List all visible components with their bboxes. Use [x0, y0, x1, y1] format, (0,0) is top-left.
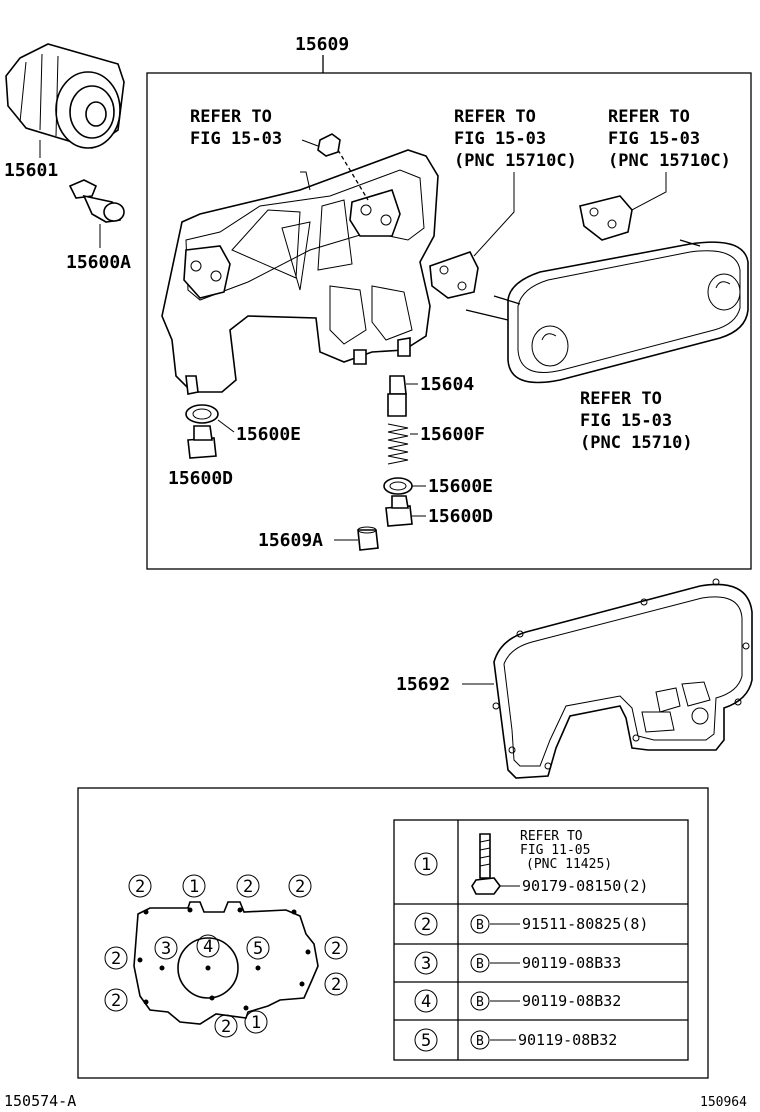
svg-text:2: 2 — [243, 877, 253, 897]
gasket-15600E-left — [185, 404, 219, 424]
svg-text:2: 2 — [295, 877, 305, 897]
row3-symbol: B — [476, 957, 484, 972]
callout-2-a: 2 — [128, 874, 152, 898]
svg-text:1: 1 — [189, 877, 199, 897]
oil-filter — [5, 43, 125, 149]
row1-ref-line2: FIG 11-05 — [520, 843, 590, 858]
label-15600D-right: 15600D — [428, 506, 493, 527]
table-row-4: 4 B 90119-08B32 — [414, 989, 621, 1013]
plug-15600D-right — [385, 495, 413, 527]
label-15600E-right: 15600E — [428, 476, 493, 497]
oil-cooler — [465, 239, 749, 384]
row2-part: 91511-80825(8) — [522, 915, 648, 933]
callout-2-e: 2 — [324, 936, 348, 960]
callout-1-b: 1 — [244, 1010, 268, 1034]
svg-text:3: 3 — [161, 939, 171, 959]
callout-4: 4 — [196, 934, 220, 958]
table-row-5: 5 B 90119-08B32 — [414, 1028, 617, 1052]
footer-left-code: 150574-A — [4, 1092, 76, 1110]
label-15600E-left: 15600E — [236, 424, 301, 445]
svg-text:2: 2 — [331, 975, 341, 995]
svg-text:1: 1 — [251, 1013, 261, 1033]
ref3-line1: REFER TO — [608, 107, 690, 127]
label-15601: 15601 — [4, 160, 58, 181]
label-15609A: 15609A — [258, 530, 323, 551]
ref4-line1: REFER TO — [580, 389, 662, 409]
ref4-line3: (PNC 15710) — [580, 433, 693, 453]
ref1-line2: FIG 15-03 — [190, 129, 282, 149]
plug-15600D-left — [187, 425, 217, 459]
row3-part: 90119-08B33 — [522, 954, 621, 972]
footer-right-code: 150964 — [700, 1095, 747, 1110]
ref2-line2: FIG 15-03 — [454, 129, 546, 149]
callout-2-d: 2 — [104, 946, 128, 970]
row1-part: 90179-08150(2) — [522, 877, 648, 895]
oil-cooler-housing — [161, 149, 439, 395]
label-15600F: 15600F — [420, 424, 485, 445]
svg-text:2: 2 — [111, 991, 121, 1011]
row1-ref-line1: REFER TO — [520, 829, 583, 844]
svg-text:2: 2 — [331, 939, 341, 959]
bolt-layout-frame — [77, 787, 709, 1079]
label-15604: 15604 — [420, 374, 474, 395]
callout-2-g: 2 — [324, 972, 348, 996]
label-15692: 15692 — [396, 674, 450, 695]
svg-text:2: 2 — [111, 949, 121, 969]
row1-key: 1 — [421, 855, 431, 875]
row4-part: 90119-08B32 — [522, 992, 621, 1010]
callout-2-b: 2 — [236, 874, 260, 898]
callout-5: 5 — [246, 936, 270, 960]
ref4-line2: FIG 15-03 — [580, 411, 672, 431]
row5-part: 90119-08B32 — [518, 1031, 617, 1049]
svg-text:2: 2 — [135, 877, 145, 897]
table-row-2: 2 B 91511-80825(8) — [414, 912, 648, 936]
svg-text:2: 2 — [221, 1017, 231, 1037]
assembly-frame — [146, 72, 752, 570]
cooler-gasket-plate-left — [429, 251, 479, 299]
row5-key: 5 — [421, 1031, 431, 1051]
table-row-3: 3 B 90119-08B33 — [414, 951, 621, 975]
row3-key: 3 — [421, 954, 431, 974]
row4-key: 4 — [421, 992, 431, 1012]
cover-outline — [133, 901, 319, 1025]
cooler-gasket — [492, 578, 753, 779]
bolt-table — [393, 819, 689, 1061]
ref2-line1: REFER TO — [454, 107, 536, 127]
ref3-line3: (PNC 15710C) — [608, 151, 731, 171]
spring-15600F — [387, 423, 409, 465]
svg-text:4: 4 — [203, 937, 213, 957]
ref3-line2: FIG 15-03 — [608, 129, 700, 149]
row2-symbol: B — [476, 918, 484, 933]
label-15600D-left: 15600D — [168, 468, 233, 489]
label-15609: 15609 — [295, 34, 349, 55]
row2-key: 2 — [421, 915, 431, 935]
label-15600A: 15600A — [66, 252, 131, 273]
callout-3: 3 — [154, 936, 178, 960]
plug-15609A — [357, 526, 379, 551]
svg-text:5: 5 — [253, 939, 263, 959]
table-row-1: 1 REFER TO FIG 11-05 (PNC 11425) 90179-0… — [414, 829, 648, 895]
oil-pressure-switch — [68, 179, 125, 223]
ref1-line1: REFER TO — [190, 107, 272, 127]
row5-symbol: B — [476, 1034, 484, 1049]
relief-valve — [387, 375, 407, 417]
ref2-line3: (PNC 15710C) — [454, 151, 577, 171]
callout-2-c: 2 — [288, 874, 312, 898]
callout-2-f: 2 — [104, 988, 128, 1012]
gasket-15600E-right — [383, 477, 413, 495]
callout-2-h: 2 — [214, 1014, 238, 1038]
callout-1-a: 1 — [182, 874, 206, 898]
row1-ref-line3: (PNC 11425) — [526, 857, 612, 872]
row4-symbol: B — [476, 995, 484, 1010]
cooler-gasket-plate-right — [579, 195, 633, 241]
